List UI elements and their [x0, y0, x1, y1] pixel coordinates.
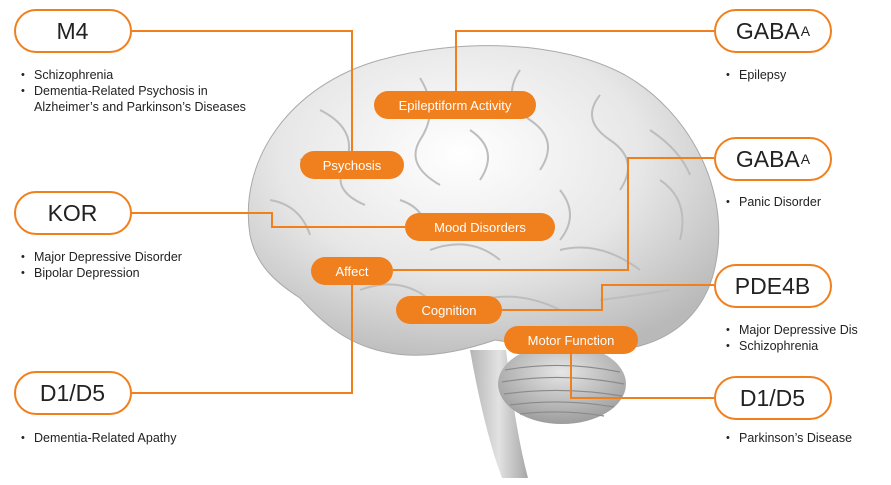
- indication-list-d1d5-right: Parkinson’s Disease: [726, 430, 886, 446]
- target-subscript: A: [800, 151, 811, 167]
- indication-list-d1d5-left: Dementia-Related Apathy: [21, 430, 261, 446]
- indication-item: Parkinson’s Disease: [726, 430, 886, 446]
- indication-item: Dementia-Related Apathy: [21, 430, 261, 446]
- indication-item: Major Depressive Dis: [726, 322, 886, 338]
- indication-list-gaba-a-middle: Panic Disorder: [726, 194, 886, 210]
- connector-pde4b-cognition: [502, 284, 714, 311]
- connector-gaba-top-epileptiform: [455, 30, 714, 91]
- function-affect: Affect: [311, 257, 393, 285]
- target-box-kor: KOR: [14, 191, 132, 235]
- indication-list-gaba-a-top: Epilepsy: [726, 67, 886, 83]
- target-label: D1/D5: [739, 384, 806, 411]
- brain-stem-shape: [470, 350, 528, 478]
- target-label: GABA: [735, 17, 800, 44]
- target-label: PDE4B: [734, 272, 811, 299]
- indication-item: Panic Disorder: [726, 194, 886, 210]
- indication-item: Epilepsy: [726, 67, 886, 83]
- function-motor-function: Motor Function: [504, 326, 638, 354]
- target-box-d1d5-left: D1/D5: [14, 371, 132, 415]
- indication-list-pde4b: Major Depressive Dis Schizophrenia: [726, 322, 886, 354]
- target-label: M4: [56, 17, 89, 44]
- connector-d1d5-left-affect: [132, 285, 353, 394]
- indication-item: Major Depressive Disorder: [21, 249, 261, 265]
- indication-list-m4: Schizophrenia Dementia-Related Psychosis…: [21, 67, 261, 115]
- connector-d1d5-right-motor: [570, 354, 714, 399]
- target-box-m4: M4: [14, 9, 132, 53]
- function-psychosis: Psychosis: [300, 151, 404, 179]
- function-cognition: Cognition: [396, 296, 502, 324]
- target-label: D1/D5: [39, 379, 106, 406]
- indication-list-kor: Major Depressive Disorder Bipolar Depres…: [21, 249, 261, 281]
- target-box-pde4b: PDE4B: [714, 264, 832, 308]
- indication-item: Schizophrenia: [726, 338, 886, 354]
- function-epileptiform-activity: Epileptiform Activity: [374, 91, 536, 119]
- target-subscript: A: [800, 23, 811, 39]
- indication-item: Bipolar Depression: [21, 265, 261, 281]
- connector-lines: [132, 30, 714, 399]
- connector-gaba-mid-affect: [393, 157, 714, 271]
- cerebellum-shape: [498, 344, 626, 424]
- connector-m4-psychosis: [132, 30, 353, 151]
- target-label: GABA: [735, 145, 800, 172]
- target-label: KOR: [47, 199, 98, 226]
- target-box-d1d5-right: D1/D5: [714, 376, 832, 420]
- indication-item: Schizophrenia: [21, 67, 261, 83]
- indication-item: Dementia-Related Psychosis in Alzheimer’…: [21, 83, 261, 115]
- connector-kor-mood: [132, 212, 405, 228]
- function-mood-disorders: Mood Disorders: [405, 213, 555, 241]
